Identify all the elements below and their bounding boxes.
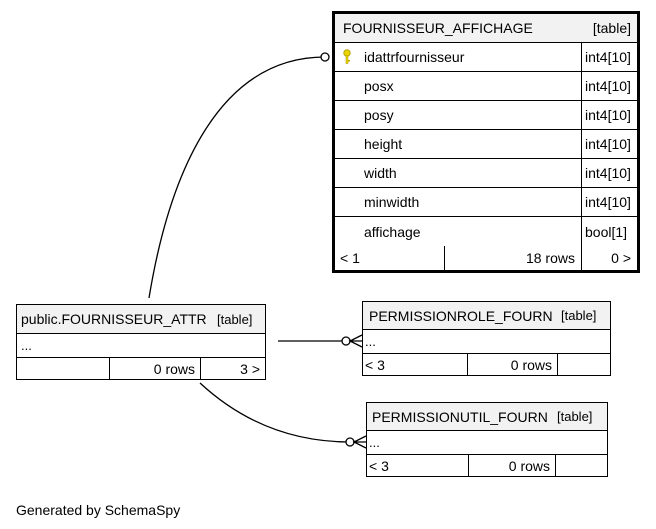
table-name: public.FOURNISSEUR_ATTR xyxy=(21,311,207,327)
table-header: FOURNISSEUR_AFFICHAGE [table] xyxy=(335,14,637,43)
parents-count[interactable]: < 1 xyxy=(340,250,360,266)
table-fournisseur-affichage[interactable]: FOURNISSEUR_AFFICHAGE [table] idattrfour… xyxy=(332,11,640,273)
column-icon-slot xyxy=(335,188,359,216)
relationship-attr-to-util xyxy=(199,382,351,443)
row-count: 0 rows xyxy=(468,455,555,476)
table-footer: 0 rows 3 > xyxy=(17,358,265,379)
column-name: idattrfournisseur xyxy=(364,49,465,65)
table-kind-label: [table] xyxy=(557,409,593,424)
table-kind-label: [table] xyxy=(561,308,597,323)
table-name: FOURNISSEUR_AFFICHAGE xyxy=(343,20,533,36)
table-kind-label: [table] xyxy=(592,20,631,36)
column-type: int4[10] xyxy=(581,130,637,158)
column-row[interactable]: posx int4[10] xyxy=(335,72,637,101)
ellipsis-label: ... xyxy=(365,334,376,349)
relationship-attr-to-affichage xyxy=(148,56,326,299)
column-row[interactable]: minwidth int4[10] xyxy=(335,188,637,217)
table-footer: < 3 0 rows xyxy=(367,455,607,476)
children-count xyxy=(555,455,607,476)
table-header: PERMISSIONROLE_FOURN [table] xyxy=(363,302,610,330)
table-permissionrole-fourn[interactable]: PERMISSIONROLE_FOURN [table] ... < 3 0 r… xyxy=(362,301,611,376)
table-footer: < 1 18 rows 0 > xyxy=(335,246,637,270)
column-row[interactable]: posy int4[10] xyxy=(335,101,637,130)
key-icon xyxy=(335,43,359,71)
column-row[interactable]: affichage bool[1] xyxy=(335,217,637,246)
crowfoot-icon xyxy=(352,435,367,449)
column-row[interactable]: idattrfournisseur int4[10] xyxy=(335,43,637,72)
row-count: 18 rows xyxy=(444,246,581,270)
column-type: bool[1] xyxy=(581,217,637,246)
column-name: minwidth xyxy=(364,194,420,210)
column-type: int4[10] xyxy=(581,43,637,71)
column-name: affichage xyxy=(364,223,421,240)
column-row[interactable]: height int4[10] xyxy=(335,130,637,159)
column-name: width xyxy=(364,165,397,181)
column-icon-slot xyxy=(335,130,359,158)
children-count[interactable]: 3 > xyxy=(200,358,265,379)
table-footer: < 3 0 rows xyxy=(363,354,610,375)
crowfoot-icon xyxy=(348,334,363,348)
column-type: int4[10] xyxy=(581,72,637,100)
table-permissionutil-fourn[interactable]: PERMISSIONUTIL_FOURN [table] ... < 3 0 r… xyxy=(366,402,608,477)
column-type: int4[10] xyxy=(581,159,637,187)
columns-placeholder: ... xyxy=(363,330,610,354)
parents-count[interactable]: < 3 xyxy=(365,356,385,373)
column-type: int4[10] xyxy=(581,101,637,129)
table-header: PERMISSIONUTIL_FOURN [table] xyxy=(367,403,607,431)
row-count: 0 rows xyxy=(109,358,200,379)
table-kind-label: [table] xyxy=(217,311,253,327)
columns-placeholder: ... xyxy=(367,431,607,455)
column-icon-slot xyxy=(335,217,359,246)
table-name: PERMISSIONUTIL_FOURN xyxy=(372,408,548,425)
children-count xyxy=(557,354,610,375)
column-icon-slot xyxy=(335,101,359,129)
zero-one-marker-icon xyxy=(320,52,330,62)
columns-placeholder: ... xyxy=(17,334,265,358)
parents-count xyxy=(17,358,109,379)
column-name: posy xyxy=(364,107,394,123)
generated-by-label: Generated by SchemaSpy xyxy=(16,502,181,518)
parents-count[interactable]: < 3 xyxy=(369,457,389,474)
table-name: PERMISSIONROLE_FOURN xyxy=(369,307,553,324)
column-name: posx xyxy=(364,78,394,94)
row-count: 0 rows xyxy=(467,354,557,375)
table-header: public.FOURNISSEUR_ATTR [table] xyxy=(17,305,265,334)
column-icon-slot xyxy=(335,72,359,100)
ellipsis-label: ... xyxy=(369,435,380,450)
ellipsis-label: ... xyxy=(21,338,32,353)
table-fournisseur-attr[interactable]: public.FOURNISSEUR_ATTR [table] ... 0 ro… xyxy=(16,304,266,380)
column-row[interactable]: width int4[10] xyxy=(335,159,637,188)
children-count[interactable]: 0 > xyxy=(581,246,637,270)
column-name: height xyxy=(364,136,403,152)
column-icon-slot xyxy=(335,159,359,187)
column-type: int4[10] xyxy=(581,188,637,216)
